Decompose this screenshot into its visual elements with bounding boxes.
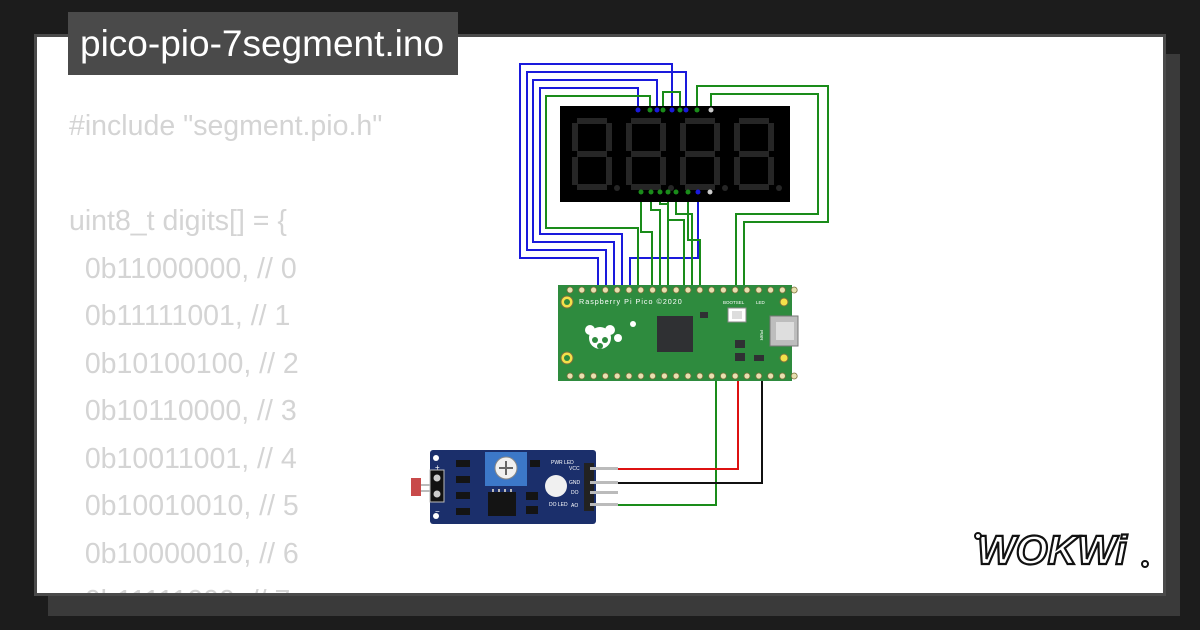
pico-pin [625,372,633,380]
pico-pin [590,286,597,294]
code-preview: #include "segment.pio.h" uint8_t digits[]… [69,103,383,593]
pico-pin [696,372,704,380]
pico-pin [755,286,763,294]
pico-pin [637,286,645,294]
pico-pin [578,372,586,380]
code-line: 0b10010010, // 5 [69,490,299,522]
wire-gnd [618,375,763,484]
pico-pin [767,286,774,294]
light-sensor-module: + − PWR LED DO LED VCC GND DO AO [411,450,618,524]
raspberry-pi-pico: Raspberry Pi Pico ©2020 BOOTSEL LED PWR [558,285,799,381]
pico-bootsel-label: BOOTSEL [723,300,745,305]
pico-pin [602,286,609,294]
pico-pin [743,372,751,380]
code-line: 0b11000000, // 0 [69,252,297,285]
pico-pin [720,372,727,380]
code-line: 0b10100100, // 2 [69,347,299,380]
code-line: #include "segment.pio.h" [69,110,383,142]
display-digits [572,118,782,191]
code-line: 0b10110000, // 3 [69,395,297,427]
seven-segment-display [560,106,790,202]
pico-pin [578,286,586,294]
wires-blue [519,63,699,290]
sensor-plus-label: + [435,463,440,472]
wokwi-logo: WOKWi [974,526,1149,574]
sensor-do-led-label: DO LED [549,502,568,508]
pico-pin [743,286,751,294]
wire-vcc [618,375,739,470]
code-line: 0b10011001, // 4 [69,442,297,475]
pico-pin [767,372,774,380]
pico-pin [625,286,633,294]
pico-pin [661,372,668,380]
pico-pin [684,372,692,380]
sensor-minus-label: − [435,507,440,516]
pico-pin [672,372,680,380]
pico-bottom-header [566,372,798,380]
pico-pin [731,372,739,380]
pico-pin [684,286,692,294]
digit-4 [734,118,782,191]
code-line: 0b11111000, // 7 [69,578,382,593]
sensor-pin-do: DO [571,490,579,496]
pico-pin [602,372,609,380]
sensor-pin-gnd: GND [569,480,581,486]
pico-pin [661,286,668,294]
pico-board-name: Raspberry Pi Pico ©2020 [579,297,683,306]
sensor-header-pins [584,463,618,511]
pico-pin [613,372,621,380]
code-line: uint8_t digits[] = { [69,205,287,237]
code-line: 0b10000010, // 6 [69,537,299,570]
sensor-pwr-led-label: PWR LED [551,460,574,466]
pico-pin [790,372,798,380]
pico-pin [779,286,786,294]
raspberry-logo-icon [585,325,615,349]
digit-1 [572,118,620,191]
pico-pin [790,286,798,294]
pico-led-label: LED [756,300,766,305]
digit-2 [626,118,674,191]
pico-pin [649,372,656,380]
pico-pin [672,286,680,294]
pico-pin [731,286,739,294]
pico-pin [708,286,715,294]
pico-pin [590,372,597,380]
pico-pin [755,372,763,380]
pico-pin [613,286,621,294]
pico-pin [566,286,574,294]
file-title: pico-pio-7segment.ino [68,12,459,75]
pico-pin [637,372,645,380]
pico-pwr-label: PWR [759,330,764,341]
pico-top-header [566,286,798,294]
pico-pin [566,372,574,380]
pico-pin [649,286,656,294]
digit-3 [680,118,728,191]
pico-pin [720,286,727,294]
sensor-pin-ao: AO [571,503,578,509]
display-top-pins [635,107,714,113]
sensor-pin-vcc: VCC [569,466,580,472]
code-line: 0b11111001, // 1 [69,300,291,332]
display-bottom-pins [638,189,713,195]
pico-pin [708,372,715,380]
pico-pin [779,372,786,380]
pico-pin [696,286,704,294]
wokwi-logo-text: WOKWi [977,527,1129,573]
